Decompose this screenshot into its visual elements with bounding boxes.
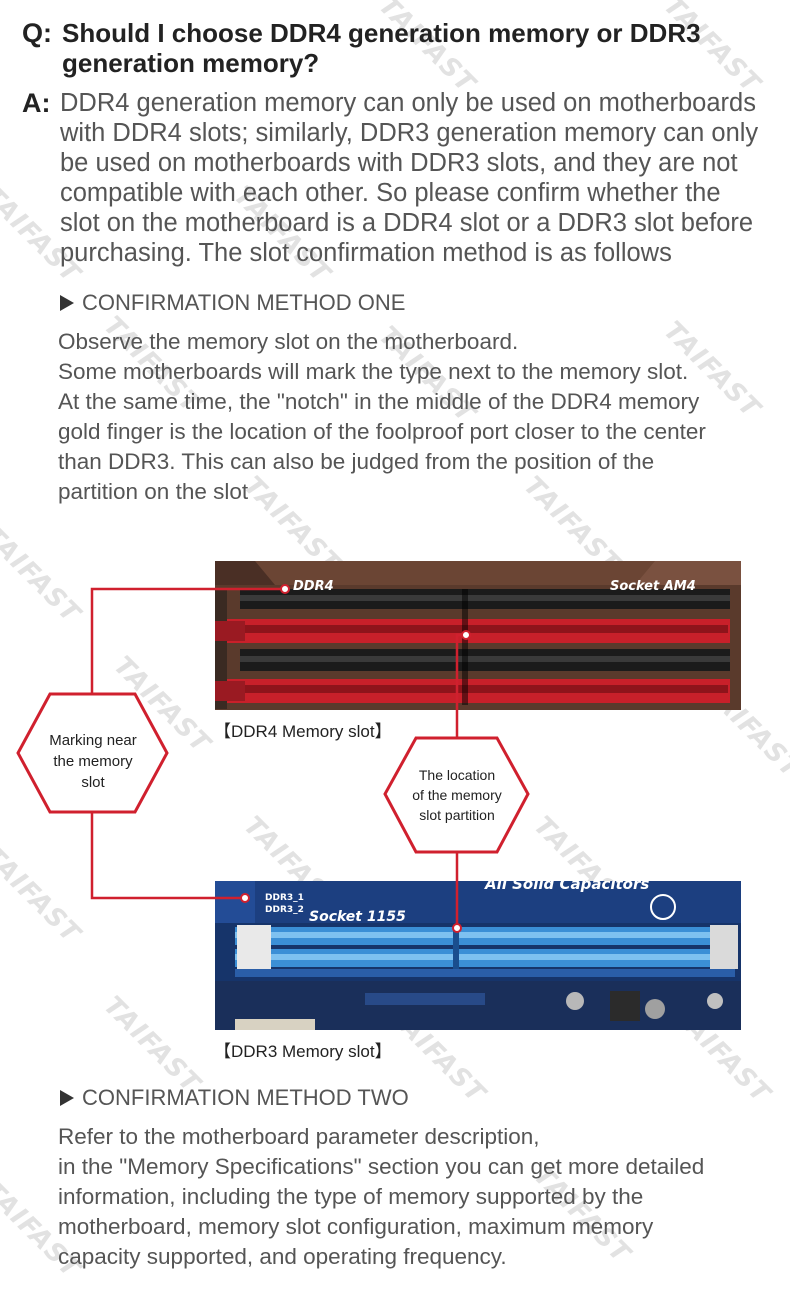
method-two-line: capacity supported, and operating freque… [58,1244,507,1269]
hexagon-partition-line: of the memory [412,787,502,803]
hexagon-marking [16,692,169,814]
callout-line-ddr4-marking [90,587,285,695]
ddr3-board-label-2: DDR3_2 [265,905,304,915]
callout-dot [452,923,462,933]
ddr3-capacitors-label: All Solid Capacitors [485,881,650,893]
method-two-heading-text: CONFIRMATION METHOD TWO [82,1085,409,1110]
question-text: Should I choose DDR4 generation memory o… [62,18,762,78]
ddr3-motherboard-image: All Solid Capacitors DDR3_1 DDR3_2 Socke… [215,881,741,1030]
question-line: Should I choose DDR4 generation memory o… [62,18,701,48]
method-one-heading-text: CONFIRMATION METHOD ONE [82,290,406,315]
hexagon-partition [383,736,530,854]
ddr3-socket-label: Socket 1155 [309,909,406,925]
hexagon-partition-line: slot partition [419,807,495,823]
answer-text: DDR4 generation memory can only be used … [60,88,780,268]
method-one-line: Some motherboards will mark the type nex… [58,359,689,384]
method-two-line: Refer to the motherboard parameter descr… [58,1124,540,1149]
method-one-line: At the same time, the "notch" in the mid… [58,389,700,414]
hexagon-marking-line: Marking near [49,732,137,749]
answer-line: be used on motherboards with DDR3 slots,… [60,149,738,177]
hexagon-partition-line: The location [418,767,496,783]
triangle-bullet-icon [60,295,74,311]
callout-dot [280,584,290,594]
callout-dot [240,893,250,903]
method-one-line: gold finger is the location of the foolp… [58,419,706,444]
callout-line-ddr4-partition [455,633,466,738]
method-one-line: Observe the memory slot on the motherboa… [58,329,519,354]
ddr4-caption: 【DDR4 Memory slot】 [214,722,392,741]
callout-dot [461,630,471,640]
method-one-line: partition on the slot [58,479,249,504]
answer-line: purchasing. The slot confirmation method… [60,239,672,267]
question-line: generation memory? [62,48,320,78]
ddr4-board-label: DDR4 [293,579,334,594]
method-one-body: Observe the memory slot on the motherboa… [58,327,768,507]
method-two-heading: CONFIRMATION METHOD TWO [60,1085,409,1111]
method-two-line: information, including the type of memor… [58,1184,644,1209]
answer-line: compatible with each other. So please co… [60,179,721,207]
method-one-line: than DDR3. This can also be judged from … [58,449,655,474]
answer-line: slot on the motherboard is a DDR4 slot o… [60,209,754,237]
ddr3-caption: 【DDR3 Memory slot】 [214,1042,392,1061]
hexagon-marking-line: slot [81,774,105,791]
hexagon-marking-text: Marking near the memory slot [28,730,158,793]
answer-label: A: [22,88,51,118]
answer-line: DDR4 generation memory can only be used … [60,89,756,117]
ddr3-board-label-1: DDR3_1 [265,893,304,903]
method-one-heading: CONFIRMATION METHOD ONE [60,290,405,316]
method-two-line: in the "Memory Specifications" section y… [58,1154,705,1179]
ddr4-motherboard-graphic [215,561,741,710]
triangle-bullet-icon [60,1090,74,1106]
callout-line-ddr3-marking [90,812,245,900]
answer-line: with DDR4 slots; similarly, DDR3 generat… [60,119,759,147]
hexagon-partition-text: The location of the memory slot partitio… [392,765,522,825]
ddr3-motherboard-graphic [215,881,741,1030]
ddr4-socket-label: Socket AM4 [610,579,696,594]
method-two-line: motherboard, memory slot configuration, … [58,1214,654,1239]
ddr4-motherboard-image: DDR4 Socket AM4 [215,561,741,710]
method-two-body: Refer to the motherboard parameter descr… [58,1122,768,1272]
question-label: Q: [22,18,52,48]
hexagon-marking-line: the memory [53,753,133,770]
